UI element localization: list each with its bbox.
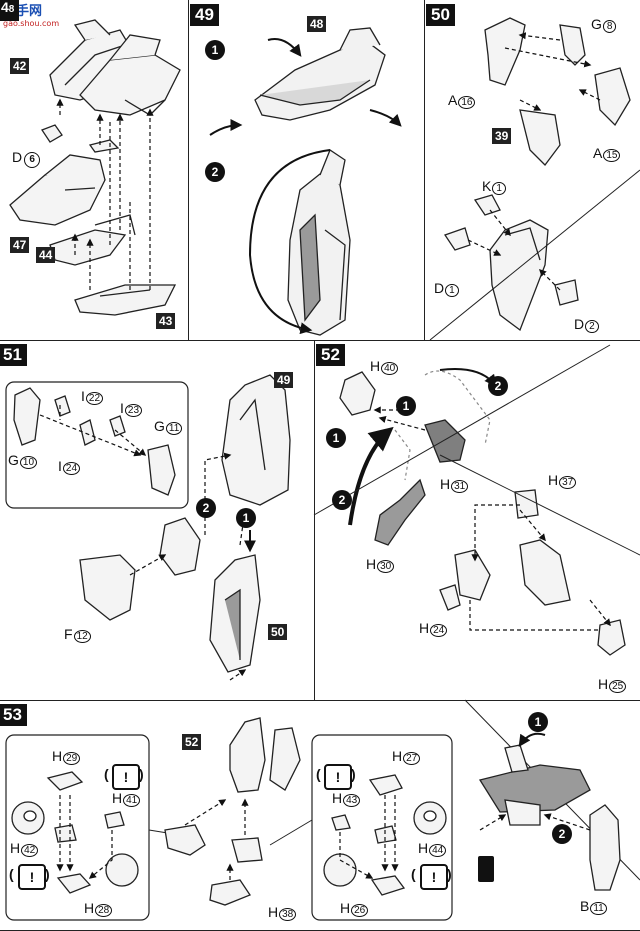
substep-1-marker-52a: 1: [396, 396, 416, 416]
warning-paren-close-right: ): [351, 766, 356, 782]
part-number-44: 44: [36, 247, 56, 263]
warning-icon-left-2: !: [18, 864, 46, 890]
warning-paren-open-left-2: (: [9, 866, 14, 882]
step-number-52: 52: [316, 344, 345, 366]
warning-icon-left: !: [112, 764, 140, 790]
substep-2-marker-52b: 2: [332, 490, 352, 510]
step-number-50: 50: [426, 4, 455, 26]
part-number-39: 39: [492, 128, 512, 144]
part-number-49: 49: [274, 372, 294, 388]
warning-paren-open-right: (: [316, 766, 321, 782]
part-number-47: 47: [10, 237, 30, 253]
substep-1-marker-51: 1: [236, 508, 256, 528]
warning-icon-right-2: !: [420, 864, 448, 890]
substep-1-marker-52b: 1: [326, 428, 346, 448]
substep-2-marker-52a: 2: [488, 376, 508, 396]
substep-2-marker-51: 2: [196, 498, 216, 518]
substep-2-marker-53: 2: [552, 824, 572, 844]
substep-1-marker-53: 1: [528, 712, 548, 732]
step-number-51: 51: [0, 344, 27, 366]
substep-2-marker: 2: [205, 162, 225, 182]
svg-text:gao.shou.com: gao.shou.com: [3, 19, 59, 28]
part-number-43: 43: [156, 313, 176, 329]
warning-paren-close-left: ): [139, 766, 144, 782]
part-number-52: 52: [182, 734, 202, 750]
part-number-50: 50: [268, 624, 288, 640]
substep-1-marker: 1: [205, 40, 225, 60]
part-number-48: 48: [307, 16, 327, 32]
part-number-42: 42: [10, 58, 30, 74]
cutting-tool-icon: [478, 856, 494, 882]
step-number-48: 48: [0, 0, 20, 21]
warning-paren-close-right-2: ): [447, 866, 452, 882]
warning-paren-open-right-2: (: [411, 866, 416, 882]
step-number-53: 53: [0, 704, 27, 726]
warning-paren-open-left: (: [104, 766, 109, 782]
step-number-49: 49: [190, 4, 219, 26]
warning-icon-right: !: [324, 764, 352, 790]
warning-paren-close-left-2: ): [45, 866, 50, 882]
